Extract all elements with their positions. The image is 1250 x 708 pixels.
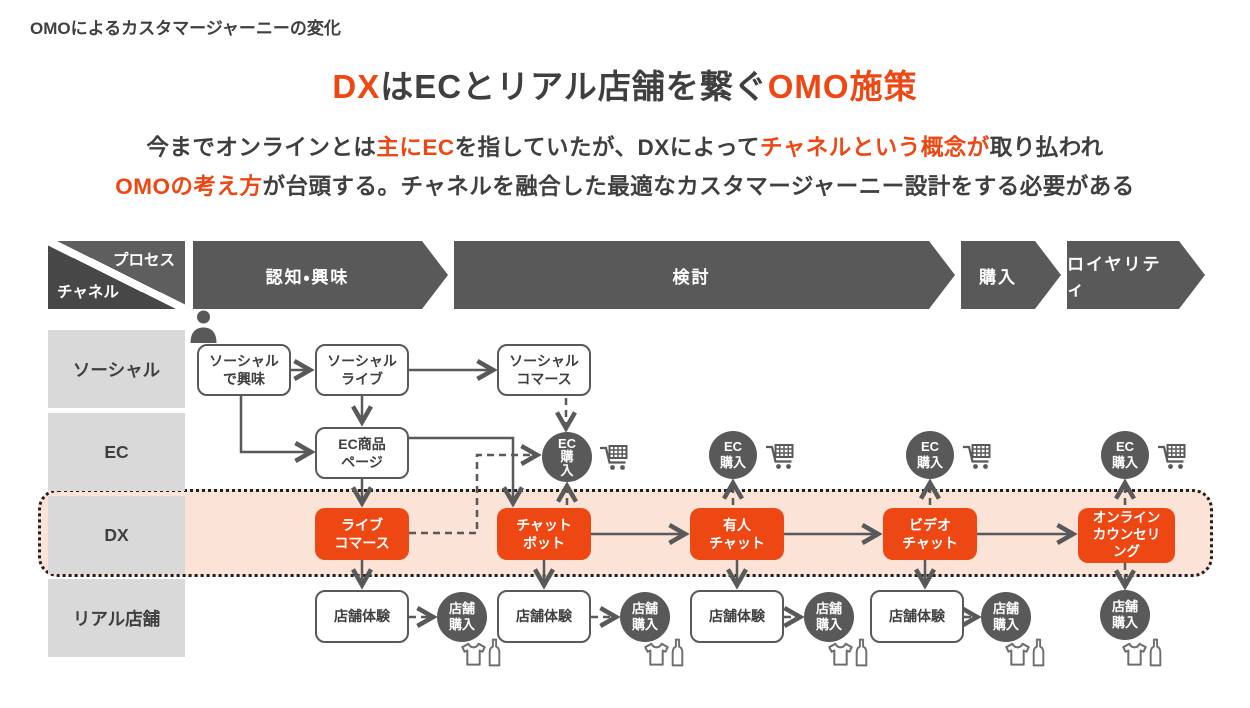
node-live-commerce: ライブ コマース	[315, 508, 409, 560]
badge-ec-purchase-1: EC 購 入	[542, 432, 592, 482]
channel-label-social: ソーシャル	[48, 330, 185, 408]
store-goods-icon-2	[643, 638, 684, 667]
store-goods-icon-3	[827, 638, 868, 667]
node-store-experience-1: 店舗体験	[315, 590, 409, 643]
channel-label-dx: DX	[48, 496, 185, 574]
badge-store-purchase-1: 店舗 購入	[437, 592, 487, 642]
corner-label-channel: チャネル	[57, 284, 119, 301]
shopping-cart-icon	[963, 444, 991, 469]
node-chatbot: チャット ボット	[497, 508, 591, 560]
title-accent-dx: DX	[332, 68, 381, 105]
node-store-experience-3: 店舗体験	[690, 590, 784, 643]
person-icon	[190, 310, 217, 343]
node-social-interest: ソーシャル で興味	[197, 344, 291, 396]
page-subtitle: 今までオンラインとは主にECを指していたが、DXによってチャネルという概念が取り…	[0, 128, 1250, 206]
node-video-chat: ビデオ チャット	[883, 508, 977, 560]
badge-store-purchase-5: 店舗 購入	[1100, 590, 1150, 640]
badge-ec-purchase-2: EC 購入	[709, 431, 757, 479]
process-stage-purchase: 購入	[961, 241, 1061, 309]
shopping-cart-icon	[600, 445, 628, 470]
badge-ec-purchase-3: EC 購入	[906, 431, 954, 479]
store-goods-icon-4	[1004, 638, 1045, 667]
process-stage-consideration: 検討	[454, 241, 955, 309]
process-stage-loyalty: ロイヤリティ	[1067, 241, 1205, 309]
node-store-experience-4: 店舗体験	[870, 590, 964, 643]
bottle-icon	[855, 638, 868, 667]
page-title: DXはECとリアル店舗を繋ぐOMO施策	[0, 60, 1250, 108]
subtitle-line-2: OMOの考え方が台頭する。チャネルを融合した最適なカスタマージャーニー設計をする…	[115, 174, 1135, 199]
node-social-commerce: ソーシャル コマース	[497, 344, 591, 396]
process-stage-awareness: 認知・興味	[193, 241, 448, 309]
tshirt-icon	[1122, 642, 1147, 666]
tshirt-icon	[828, 642, 853, 666]
badge-store-purchase-4: 店舗 購入	[981, 592, 1031, 642]
bottle-icon	[1032, 638, 1045, 667]
tshirt-icon	[644, 642, 669, 666]
bottle-icon	[488, 638, 501, 667]
corner-label-process: プロセス	[112, 252, 175, 269]
store-goods-icon-1	[460, 638, 501, 667]
channel-label-real-store: リアル店舗	[48, 579, 185, 657]
bottle-icon	[671, 638, 684, 667]
node-store-experience-2: 店舗体験	[497, 590, 591, 643]
badge-store-purchase-3: 店舗 購入	[804, 592, 854, 642]
node-ec-product-page: EC商品 ページ	[315, 427, 409, 479]
store-goods-icon-5	[1121, 638, 1162, 667]
shopping-cart-icon	[766, 444, 794, 469]
dx-highlight-band	[38, 489, 1213, 577]
matrix-corner-cell: プロセス チャネル	[48, 241, 185, 309]
badge-ec-purchase-4: EC 購入	[1101, 431, 1149, 479]
node-online-counseling: オンライン カウンセリ ング	[1078, 508, 1175, 563]
title-accent-omo: OMO施策	[767, 68, 918, 105]
channel-label-ec: EC	[48, 413, 185, 491]
subtitle-line-1: 今までオンラインとは主にECを指していたが、DXによってチャネルという概念が取り…	[146, 135, 1104, 160]
node-human-chat: 有人 チャット	[690, 508, 784, 560]
title-mid: はECとリアル店舗を繋ぐ	[380, 68, 768, 105]
badge-store-purchase-2: 店舗 購入	[620, 592, 670, 642]
bottle-icon	[1149, 638, 1162, 667]
tshirt-icon	[1005, 642, 1030, 666]
page-kicker: OMOによるカスタマージャーニーの変化	[30, 19, 341, 38]
shopping-cart-icon	[1158, 444, 1186, 469]
tshirt-icon	[461, 642, 486, 666]
node-social-live: ソーシャル ライブ	[315, 344, 409, 396]
